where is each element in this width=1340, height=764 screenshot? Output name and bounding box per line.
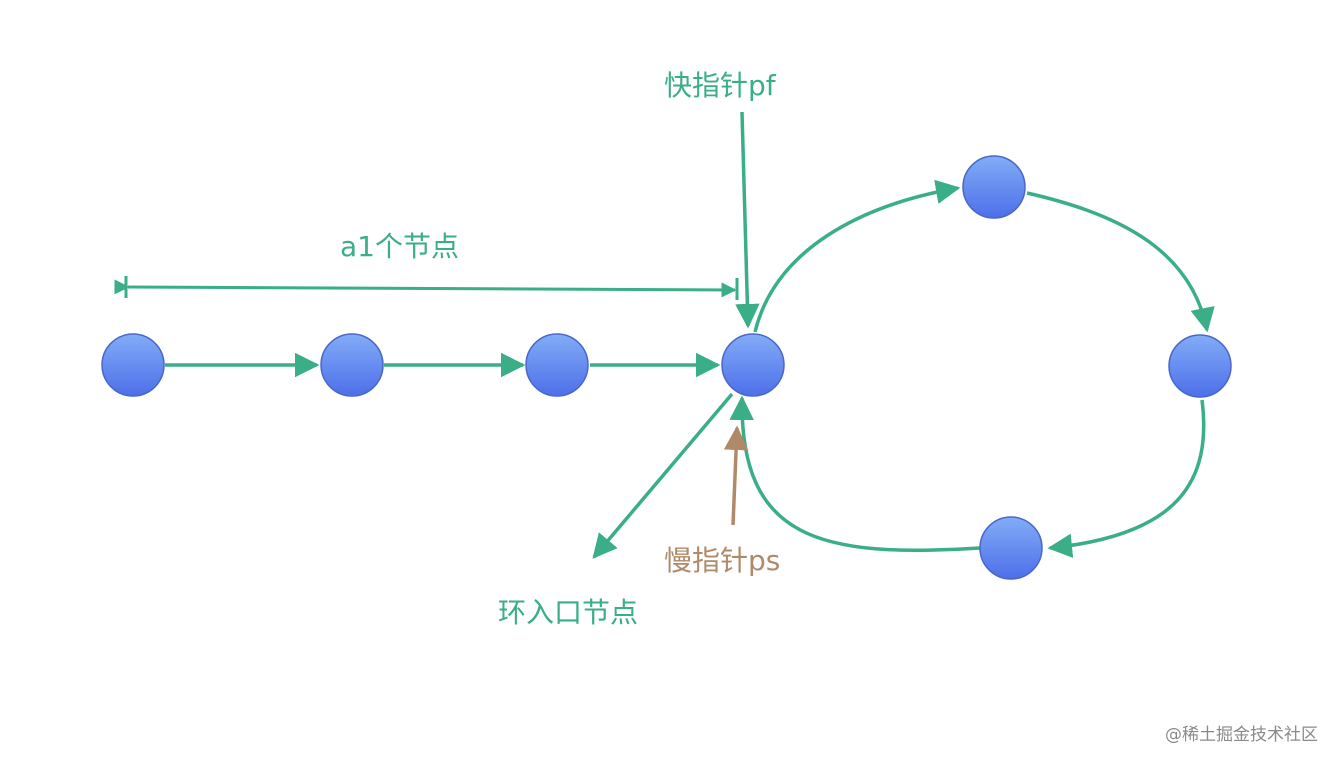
segment-measure (114, 276, 739, 300)
cycle-node-top (962, 155, 1026, 219)
entry-node-arrow (592, 392, 734, 559)
entry-node-label: 环入口节点 (498, 596, 638, 629)
list-node-3 (525, 333, 589, 397)
slow-pointer-arrow (723, 425, 749, 526)
slow-pointer-label: 慢指针ps (664, 544, 780, 577)
fast-pointer-arrow (735, 111, 760, 329)
arc-top-to-right (1026, 191, 1215, 333)
cycle-node-bottom (979, 516, 1043, 580)
cycle-arrows (729, 179, 1215, 558)
nodes (101, 155, 1232, 580)
list-node-1 (101, 333, 165, 397)
cycle-node-right (1168, 334, 1232, 398)
segment-label: a1个节点 (340, 230, 459, 263)
arc-entry-to-top (753, 179, 961, 333)
arc-right-to-bottom (1047, 399, 1206, 558)
segment-line (114, 279, 737, 298)
watermark: @稀土掘金技术社区 (1165, 725, 1318, 745)
fast-pointer-label: 快指针pf (664, 69, 777, 102)
list-node-2 (320, 333, 384, 397)
cycle-entry-node (721, 333, 785, 397)
arc-bottom-to-entry (729, 395, 981, 553)
